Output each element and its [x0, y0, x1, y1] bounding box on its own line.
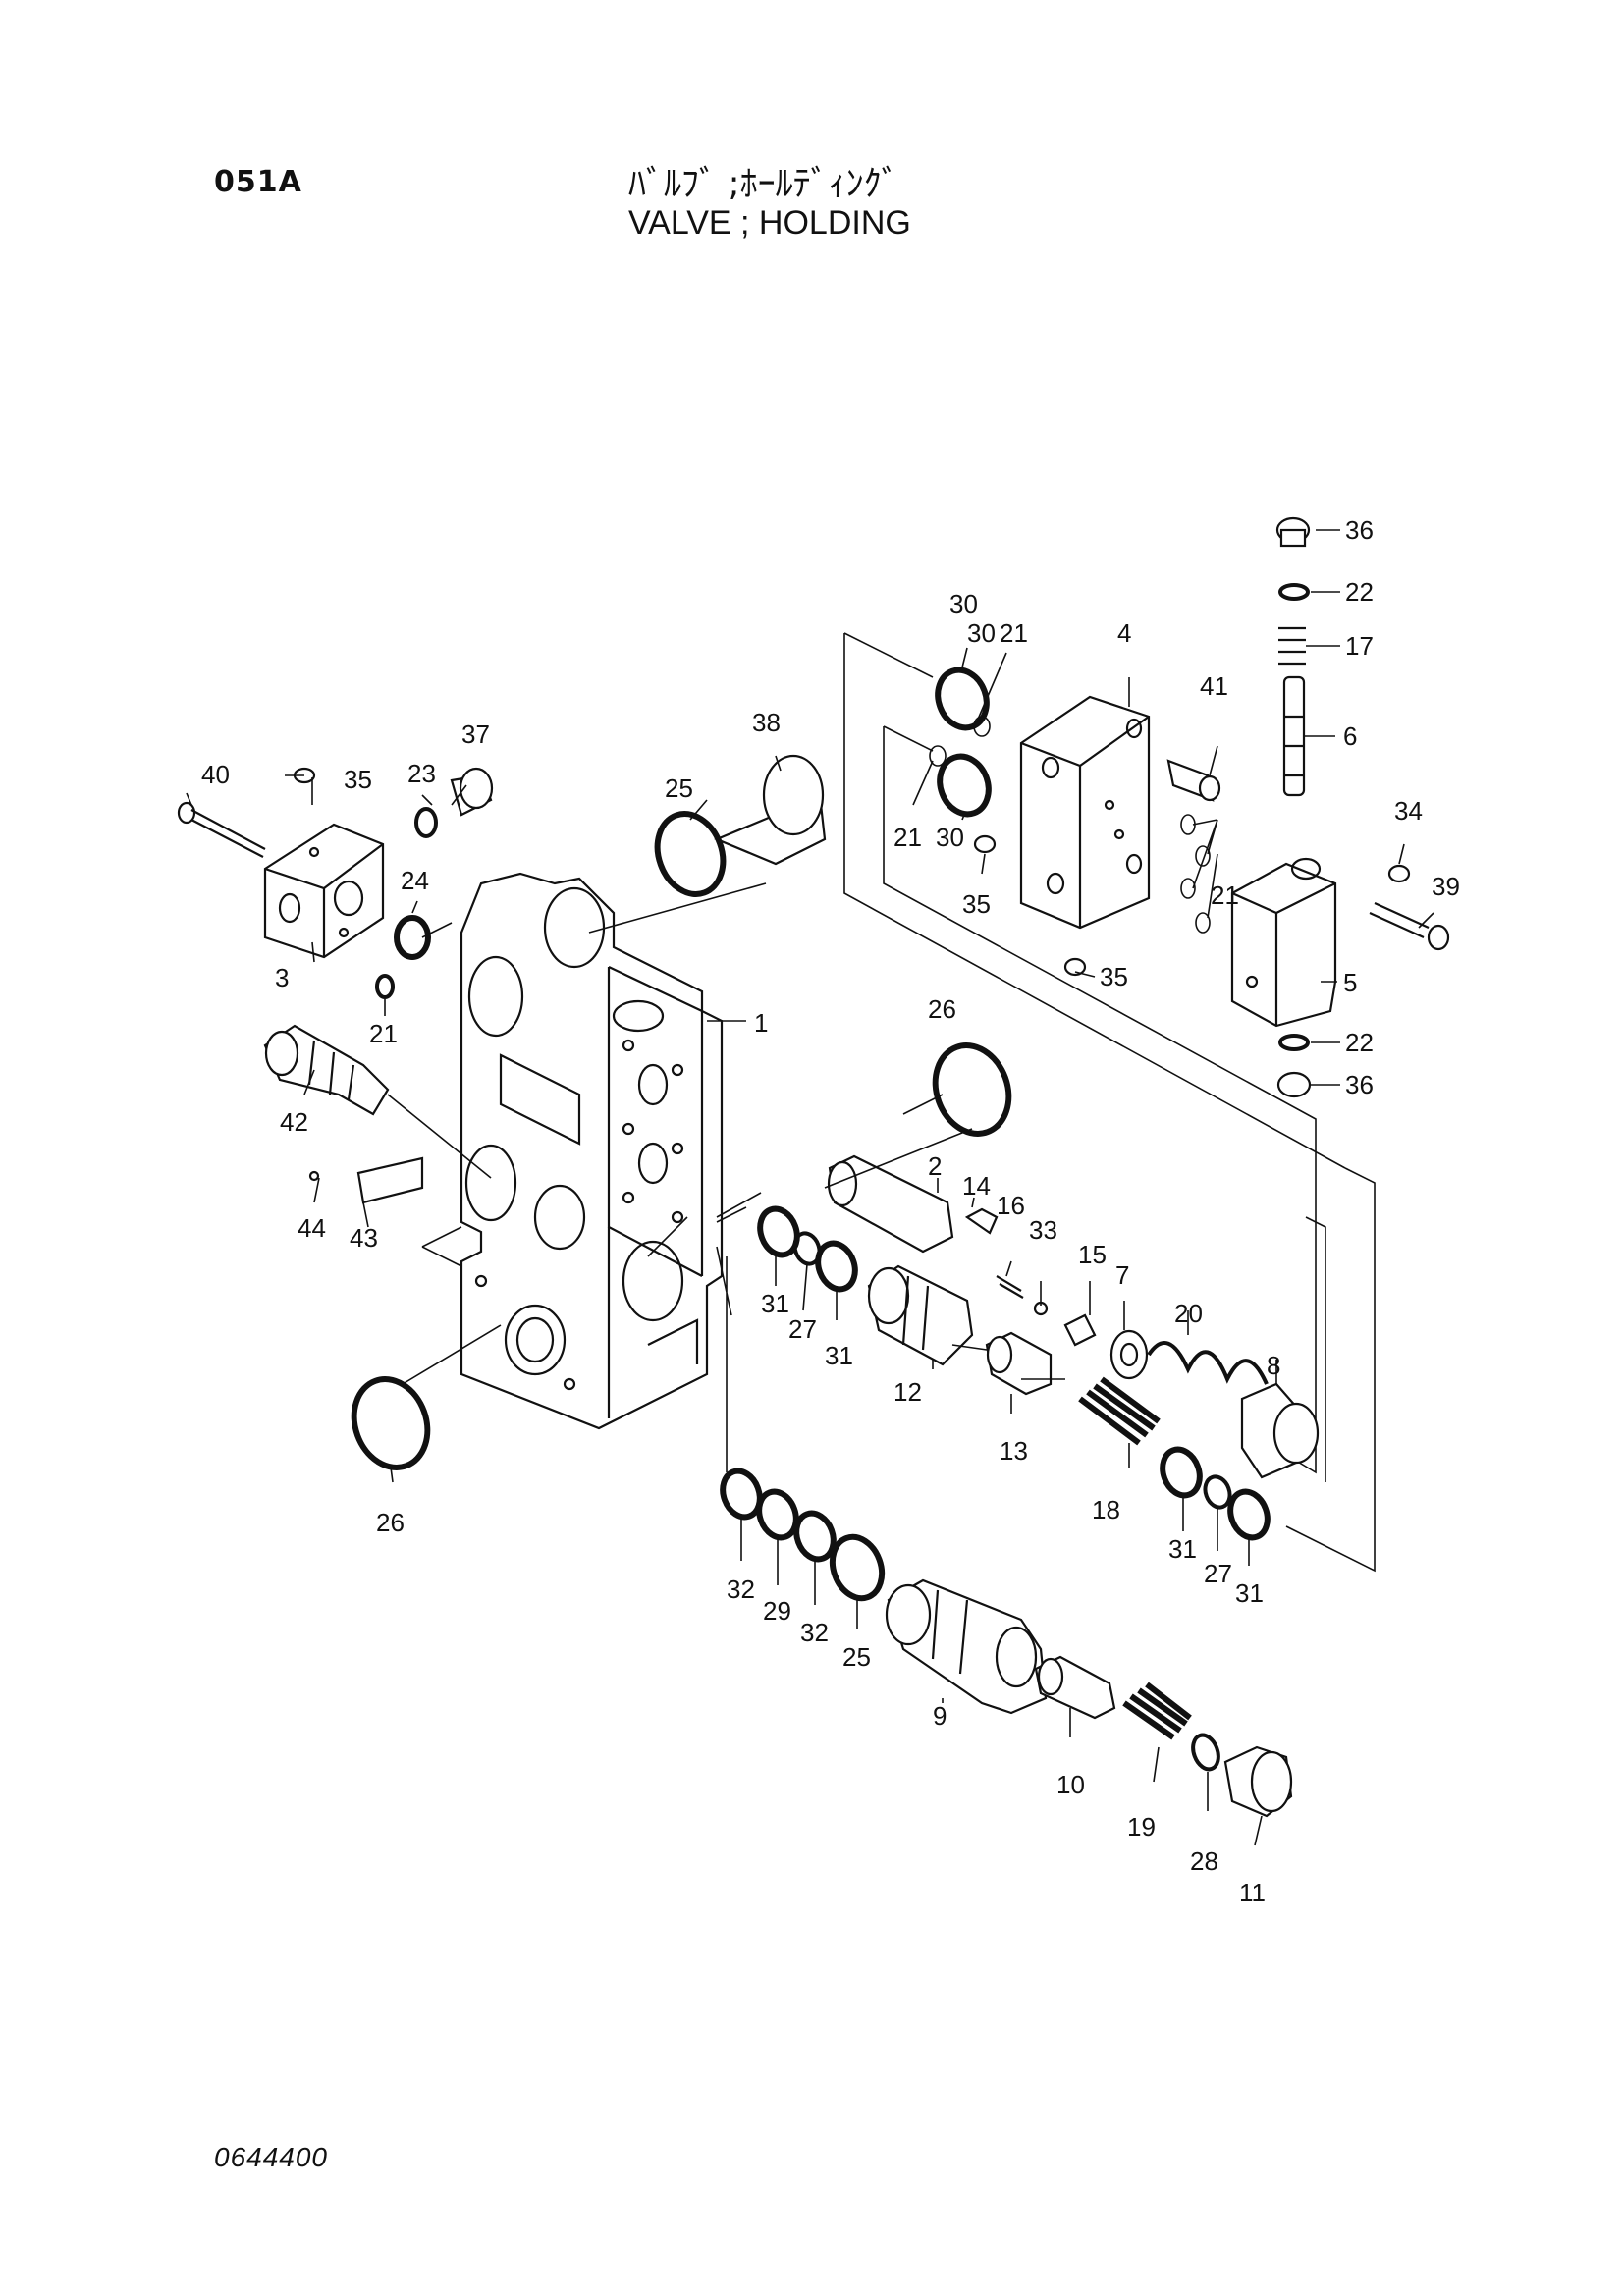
callout: 30 — [949, 589, 978, 618]
callout: 35 — [344, 765, 372, 794]
callout: 5 — [1343, 968, 1357, 997]
callout: 30 — [936, 823, 964, 852]
plug-38 — [714, 754, 827, 866]
callout: 30 — [967, 618, 996, 648]
upper-cover-block-4 — [1019, 695, 1151, 930]
callout: 16 — [997, 1191, 1025, 1220]
cartridge-9 — [885, 1578, 1048, 1715]
callout: 44 — [298, 1213, 326, 1243]
callout: 13 — [1000, 1436, 1028, 1466]
callout: 37 — [461, 720, 490, 749]
callout: 39 — [1432, 872, 1460, 901]
bolt-39 — [1369, 901, 1450, 951]
callout: 8 — [1267, 1351, 1280, 1380]
callout: 9 — [933, 1701, 947, 1731]
callout: 19 — [1127, 1812, 1156, 1842]
callout: 34 — [1394, 796, 1423, 826]
callout: 21 — [1211, 881, 1239, 910]
left-cover-block — [263, 823, 385, 959]
callout: 41 — [1200, 671, 1228, 701]
callout: 26 — [376, 1508, 405, 1537]
bolt-40 — [177, 801, 266, 858]
callout: 17 — [1345, 631, 1374, 661]
sleeve-12 — [867, 1264, 974, 1366]
poppet-13 — [985, 1331, 1053, 1396]
callout: 1 — [754, 1008, 768, 1038]
callout: 24 — [401, 866, 429, 895]
title-english: VALVE ; HOLDING — [628, 204, 911, 241]
callout: 14 — [962, 1171, 991, 1201]
side-block-5 — [1230, 857, 1337, 1028]
piston-10 — [1034, 1655, 1116, 1720]
o-rings — [351, 583, 1310, 1772]
callout: 25 — [665, 774, 693, 803]
bolt-41 — [1166, 759, 1221, 802]
callout: 22 — [1345, 577, 1374, 607]
poppet-15 — [1063, 1313, 1097, 1347]
callout: 11 — [1239, 1878, 1266, 1907]
callout: 32 — [727, 1575, 755, 1604]
plug-11 — [1223, 1745, 1293, 1818]
cap-8 — [1240, 1382, 1320, 1479]
callout: 36 — [1345, 1070, 1374, 1099]
callout: 35 — [1100, 962, 1128, 991]
callout: 43 — [350, 1223, 378, 1253]
callout: 3 — [275, 963, 289, 992]
callout: 27 — [1204, 1559, 1232, 1588]
callout: 12 — [893, 1377, 922, 1407]
plug-35-bottom — [1063, 957, 1087, 977]
spring-18 — [1078, 1376, 1161, 1446]
small-parts-14-16-33 — [964, 1207, 1049, 1316]
callout-labels: 36 22 17 6 34 39 5 22 36 4 41 21 21 30 2… — [201, 515, 1460, 1907]
valve-body — [460, 872, 724, 1430]
diagram-code: 051A — [214, 165, 302, 199]
callout: 21 — [1000, 618, 1028, 648]
callout: 31 — [1168, 1534, 1197, 1564]
callout: 15 — [1078, 1240, 1107, 1269]
callout: 18 — [1092, 1495, 1120, 1524]
callout: 31 — [761, 1289, 789, 1318]
plug-34 — [1387, 864, 1411, 883]
callout: 31 — [1235, 1578, 1264, 1608]
callout: 21 — [369, 1019, 398, 1048]
callout: 35 — [962, 889, 991, 919]
spring-19 — [1122, 1682, 1192, 1740]
callout: 38 — [752, 708, 781, 737]
callout: 20 — [1174, 1299, 1203, 1328]
callout: 22 — [1345, 1028, 1374, 1057]
spool-2 — [827, 1154, 954, 1254]
name-plate-43 — [308, 1156, 424, 1204]
callout: 21 — [893, 823, 922, 852]
callout: 2 — [928, 1151, 942, 1181]
callout: 4 — [1117, 618, 1131, 648]
spring-20 — [1147, 1341, 1269, 1385]
relief-cartridge-42 — [263, 1024, 390, 1116]
callout: 29 — [763, 1596, 791, 1626]
stem-assembly-6 — [1275, 516, 1312, 1098]
callout: 6 — [1343, 721, 1357, 751]
seat-7 — [1109, 1329, 1149, 1380]
callout: 42 — [280, 1107, 308, 1137]
callout: 27 — [788, 1314, 817, 1344]
plug-35-mid — [973, 834, 997, 854]
drawing-number: 0644400 — [214, 2142, 329, 2172]
callout: 32 — [800, 1618, 829, 1647]
leader-lines — [186, 529, 1434, 1846]
callout: 31 — [825, 1341, 853, 1370]
callout: 26 — [928, 994, 956, 1024]
callout: 10 — [1056, 1770, 1085, 1799]
callout: 33 — [1029, 1215, 1057, 1245]
callout: 36 — [1345, 515, 1374, 545]
callout: 7 — [1115, 1260, 1129, 1290]
plug-37 — [450, 767, 494, 817]
callout: 28 — [1190, 1846, 1218, 1876]
callout: 25 — [842, 1642, 871, 1672]
callout: 40 — [201, 760, 230, 789]
title-japanese: ﾊﾞﾙﾌﾞ ;ﾎｰﾙﾃﾞｨﾝｸﾞ — [628, 164, 899, 204]
callout: 23 — [407, 759, 436, 788]
